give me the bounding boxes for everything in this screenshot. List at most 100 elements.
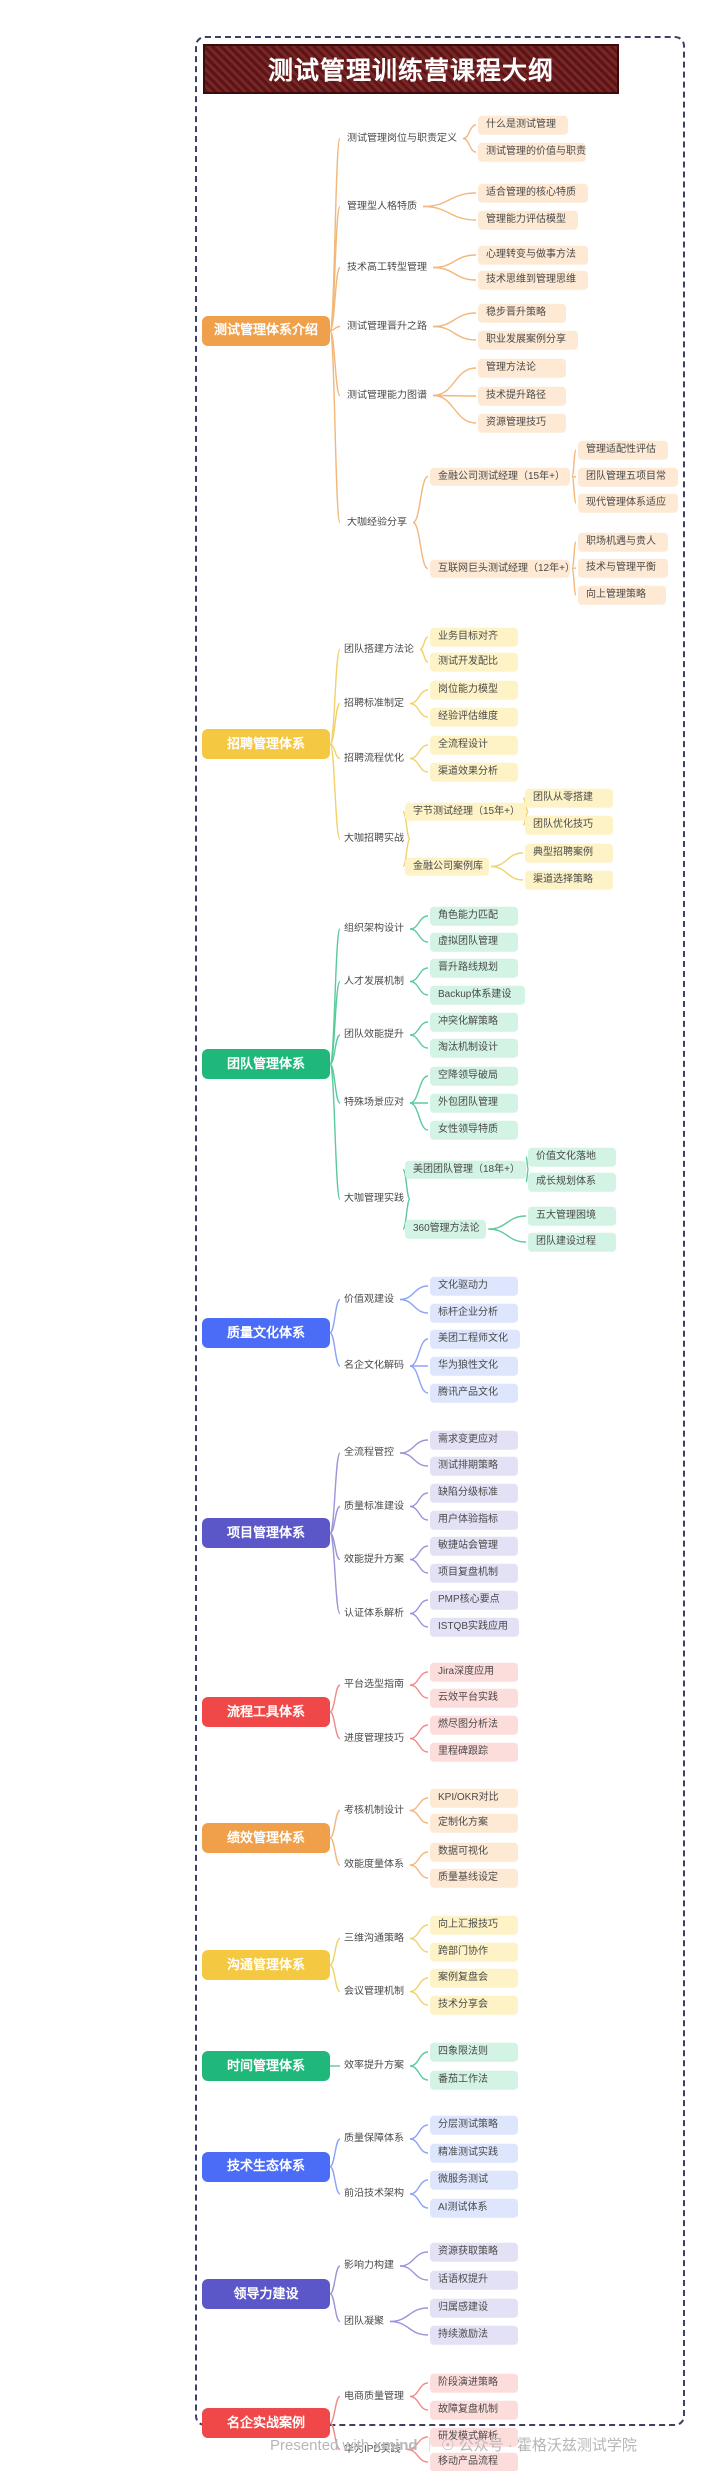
- leaf-topic: 淘汰机制设计: [430, 1038, 518, 1058]
- subtopic-label: 名企文化解码: [344, 1359, 404, 1371]
- leaf-topic: 精准测试实践: [430, 2143, 518, 2163]
- subtopic-label: 团队凝聚: [344, 2315, 384, 2327]
- leaf-topic: 管理能力评估模型: [478, 210, 578, 230]
- subtopic-label: 特殊场景应对: [344, 1096, 404, 1108]
- leaf-topic: 价值文化落地: [528, 1147, 616, 1167]
- subtopic-label: 平台选型指南: [344, 1678, 404, 1690]
- subtopic-label: 考核机制设计: [344, 1804, 404, 1816]
- leaf-topic: 资源获取策略: [430, 2242, 518, 2262]
- leaf-topic: 团队从零搭建: [525, 788, 613, 808]
- leaf-topic: 五大管理困境: [528, 1206, 616, 1226]
- subtopic-label: 质量标准建设: [344, 1500, 404, 1512]
- subtopic-label: 团队搭建方法论: [344, 643, 414, 655]
- main-topic-m12: 名企实战案例: [202, 2408, 330, 2438]
- leaf-topic: 需求变更应对: [430, 1430, 518, 1450]
- leaf-topic: AI测试体系: [430, 2198, 518, 2218]
- leaf-topic: 用户体验指标: [430, 1510, 518, 1530]
- leaf-topic: KPI/OKR对比: [430, 1788, 518, 1808]
- leaf-topic: Jira深度应用: [430, 1662, 518, 1682]
- leaf-topic: 晋升路线规划: [430, 958, 518, 978]
- subtopic-group: 金融公司案例库: [405, 857, 489, 876]
- leaf-topic: 测试管理的价值与职责: [478, 142, 586, 162]
- footer-watermark: Presented with xmind ｜ ☉ 公众号 · 霍格沃兹测试学院: [270, 2434, 637, 2455]
- leaf-topic: 现代管理体系适应: [578, 493, 678, 513]
- leaf-topic: 冲突化解策略: [430, 1012, 518, 1032]
- leaf-topic: 资源管理技巧: [478, 413, 566, 433]
- subtopic-label: 组织架构设计: [344, 922, 404, 934]
- leaf-topic: 腾讯产品文化: [430, 1383, 518, 1403]
- leaf-topic: 分层测试策略: [430, 2115, 518, 2135]
- subtopic-group: 360管理方法论: [405, 1219, 487, 1239]
- leaf-topic: 技术提升路径: [478, 386, 566, 406]
- subtopic-label: 效能度量体系: [344, 1858, 404, 1870]
- leaf-topic: 标杆企业分析: [430, 1303, 518, 1323]
- leaf-topic: 持续激励法: [430, 2325, 518, 2345]
- leaf-topic: 缺陷分级标准: [430, 1483, 518, 1503]
- leaf-topic: 阶段演进策略: [430, 2373, 518, 2393]
- leaf-topic: 业务目标对齐: [430, 627, 518, 647]
- subtopic-group: 字节测试经理（15年+）: [405, 802, 527, 821]
- subtopic-label: 认证体系解析: [344, 1607, 404, 1619]
- subtopic-label: 测试管理晋升之路: [347, 320, 427, 332]
- main-topic-m8: 沟通管理体系: [202, 1950, 330, 1980]
- leaf-topic: 向上汇报技巧: [430, 1915, 518, 1935]
- subtopic-group: 互联网巨头测试经理（12年+）: [430, 559, 570, 578]
- leaf-topic: 美团工程师文化: [430, 1329, 520, 1349]
- main-topic-m4: 质量文化体系: [202, 1317, 330, 1348]
- subtopic-label: 会议管理机制: [344, 1985, 404, 1997]
- leaf-topic: 向上管理策略: [578, 585, 666, 605]
- leaf-topic: PMP核心要点: [430, 1590, 518, 1610]
- subtopic-label: 前沿技术架构: [344, 2187, 404, 2199]
- leaf-topic: 番茄工作法: [430, 2070, 518, 2090]
- leaf-topic: Backup体系建设: [430, 985, 525, 1005]
- leaf-topic: 职场机遇与贵人: [578, 532, 668, 552]
- main-topic-m11: 领导力建设: [202, 2278, 330, 2309]
- leaf-topic: 管理适配性评估: [578, 440, 668, 460]
- leaf-topic: 项目复盘机制: [430, 1563, 518, 1583]
- leaf-topic: 话语权提升: [430, 2270, 518, 2290]
- leaf-topic: 团队管理五项目常: [578, 467, 678, 487]
- leaf-topic: 渠道效果分析: [430, 762, 518, 782]
- wechat-icon: ☉: [440, 2437, 455, 2454]
- leaf-topic: 质量基线设定: [430, 1868, 518, 1888]
- footer-account: 公众号 · 霍格沃兹测试学院: [458, 2437, 637, 2454]
- leaf-topic: 团队建设过程: [528, 1232, 616, 1252]
- leaf-topic: 文化驱动力: [430, 1276, 518, 1296]
- leaf-topic: 归属感建设: [430, 2298, 518, 2318]
- main-topic-m10: 技术生态体系: [202, 2151, 330, 2182]
- leaf-topic: 角色能力匹配: [430, 906, 518, 926]
- leaf-topic: 全流程设计: [430, 735, 518, 755]
- leaf-topic: 技术分享会: [430, 1995, 518, 2015]
- subtopic-label: 三维沟通策略: [344, 1932, 404, 1944]
- leaf-topic: 适合管理的核心特质: [478, 183, 588, 203]
- subtopic-label: 招聘流程优化: [344, 752, 404, 764]
- footer-presented-with: Presented with: [270, 2437, 370, 2454]
- leaf-topic: 研发模式解析: [430, 2427, 518, 2447]
- subtopic-label: 大咖经验分享: [347, 516, 407, 528]
- leaf-topic: 团队优化技巧: [525, 815, 613, 835]
- subtopic-label: 价值观建设: [344, 1293, 394, 1305]
- leaf-topic: 敏捷站会管理: [430, 1536, 518, 1556]
- leaf-topic: 什么是测试管理: [478, 115, 568, 135]
- leaf-topic: ISTQB实践应用: [430, 1617, 519, 1637]
- footer-brand: xmind: [373, 2437, 418, 2454]
- subtopic-label: 华为IPD实践: [344, 2443, 401, 2455]
- leaf-topic: 定制化方案: [430, 1813, 518, 1833]
- leaf-topic: 心理转变与做事方法: [478, 245, 588, 265]
- subtopic-label: 团队效能提升: [344, 1028, 404, 1040]
- subtopic-label: 技术高工转型管理: [347, 261, 427, 273]
- leaf-topic: 外包团队管理: [430, 1093, 518, 1113]
- leaf-topic: 典型招聘案例: [525, 843, 613, 863]
- subtopic-label: 招聘标准制定: [344, 697, 404, 709]
- leaf-topic: 经验评估维度: [430, 707, 518, 727]
- leaf-topic: 故障复盘机制: [430, 2400, 518, 2420]
- subtopic-label: 大咖招聘实战: [344, 832, 404, 844]
- leaf-topic: 渠道选择策略: [525, 870, 613, 890]
- leaf-topic: 职业发展案例分享: [478, 330, 578, 350]
- leaf-topic: 跨部门协作: [430, 1942, 518, 1962]
- leaf-topic: 稳步晋升策略: [478, 303, 566, 323]
- subtopic-label: 效率提升方案: [344, 2059, 404, 2071]
- leaf-topic: 测试排期策略: [430, 1456, 518, 1476]
